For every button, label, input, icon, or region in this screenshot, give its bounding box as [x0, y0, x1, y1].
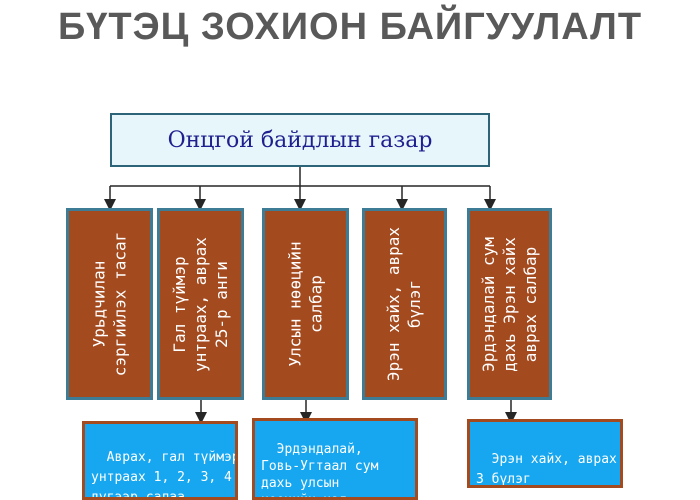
- root-node-label: Онцгой байдлын газар: [167, 127, 433, 153]
- page-title: БҮТЭЦ ЗОХИОН БАЙГУУЛАЛТ: [57, 6, 643, 48]
- department-label: Урьдчилан сэргийлэх тасаг: [89, 231, 130, 377]
- unit-reserve-points: Эрдэндалай, Говь-Угтаал сум дахь улсын н…: [252, 418, 418, 500]
- department-state-reserve: Улсын нөөцийн салбар: [262, 208, 349, 400]
- department-label: Гал түймэр унтраах, аврах 25-р анги: [170, 236, 232, 372]
- department-fire-rescue: Гал түймэр унтраах, аврах 25-р анги: [157, 208, 244, 400]
- unit-label: Эрдэндалай, Говь-Угтаал сум дахь улсын н…: [261, 442, 379, 497]
- department-erdenedalai-branch: Эрдэндалай сум дахь Эрэн хайх аврах салб…: [467, 208, 552, 400]
- department-prevention: Урьдчилан сэргийлэх тасаг: [66, 208, 153, 400]
- department-search-rescue: Эрэн хайх, аврах бүлэг: [362, 208, 447, 400]
- unit-search-rescue-group: Эрэн хайх, аврах 3 бүлэг: [467, 419, 623, 488]
- unit-fire-squads: Аврах, гал түймэр унтраах 1, 2, 3, 4 дүг…: [82, 421, 238, 500]
- unit-label: Аврах, гал түймэр унтраах 1, 2, 3, 4 дүг…: [91, 450, 238, 500]
- unit-label: Эрэн хайх, аврах 3 бүлэг: [476, 452, 617, 487]
- department-label: Эрэн хайх, аврах бүлэг: [384, 226, 425, 382]
- department-label: Улсын нөөцийн салбар: [285, 241, 326, 367]
- root-node-emergency-agency: Онцгой байдлын газар: [110, 113, 490, 167]
- department-label: Эрдэндалай сум дахь Эрэн хайх аврах салб…: [479, 236, 541, 372]
